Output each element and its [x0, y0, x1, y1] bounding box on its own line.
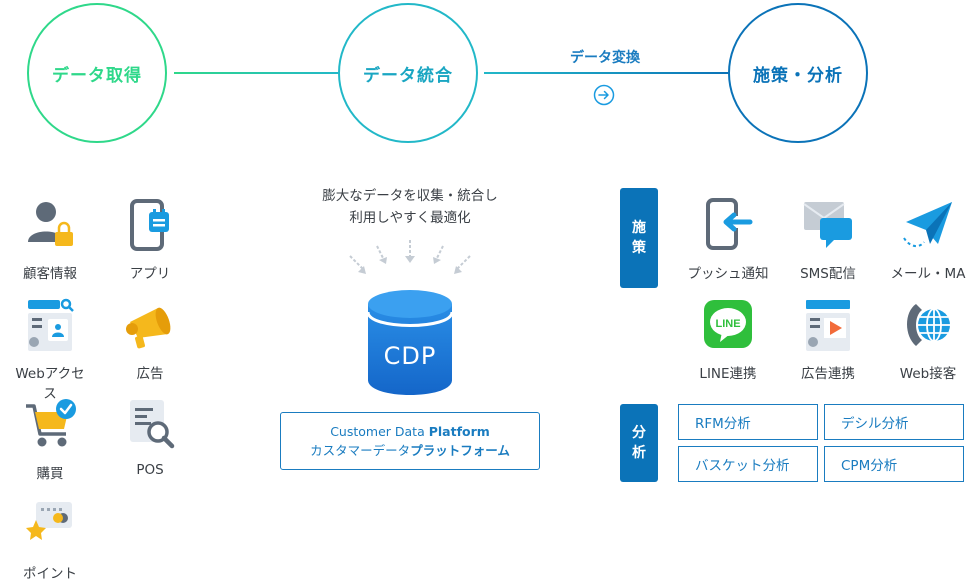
source-app-label: アプリ: [129, 266, 171, 282]
stage-integrate-label: データ統合: [363, 65, 453, 86]
connector-acquire-integrate: [174, 72, 338, 74]
measure-sms: SMS配信: [778, 198, 878, 282]
cdp-caption: 膨大なデータを収集・統合し 利用しやすく最適化: [280, 185, 540, 229]
cdp-caption-line1: 膨大なデータを収集・統合し: [322, 188, 498, 204]
cart-icon: [26, 399, 76, 447]
measure-ad: 広告連携: [778, 298, 878, 382]
measure-mail: メール・MA: [878, 198, 978, 282]
cdp-caption-line2: 利用しやすく最適化: [349, 210, 471, 226]
source-web-access-label: Webアクセス: [15, 366, 85, 402]
paper-plane-icon: [903, 202, 952, 248]
measure-mail-label: メール・MA: [890, 266, 966, 282]
source-ad: 広告: [110, 298, 190, 382]
cdp-name-box: Customer Data Platform カスタマーデータプラットフォーム: [280, 412, 540, 470]
megaphone-icon: [126, 307, 171, 349]
measure-push: プッシュ通知: [678, 198, 778, 282]
source-point: ポイント: [10, 498, 90, 582]
measure-push-label: プッシュ通知: [687, 266, 769, 282]
analysis-cpm: CPM分析: [824, 446, 964, 482]
stage-action: 施策・分析: [728, 3, 868, 143]
measure-line: LINE LINE連携: [678, 298, 778, 382]
cdp-name-en-bold: Platform: [428, 424, 490, 439]
stage-action-label: 施策・分析: [753, 65, 843, 86]
sms-icon: [803, 202, 852, 248]
source-pos: POS: [110, 398, 190, 478]
source-web-access: Webアクセス: [10, 298, 90, 402]
stage-acquire: データ取得: [27, 3, 167, 143]
customer-icon: [28, 202, 73, 246]
stage-acquire-label: データ取得: [52, 65, 142, 86]
arrow-right-circle-icon: [593, 84, 615, 106]
cdp-name-en-plain: Customer Data: [330, 424, 429, 439]
measure-sms-label: SMS配信: [800, 266, 856, 282]
measure-line-label: LINE連携: [699, 366, 757, 382]
source-pos-label: POS: [136, 462, 164, 478]
source-purchase-label: 購買: [36, 466, 64, 482]
source-customer-label: 顧客情報: [23, 266, 77, 282]
cdp-database-icon: [366, 290, 454, 395]
analysis-side-label: 分 析: [620, 404, 658, 482]
connector-integrate-action: [484, 72, 728, 74]
stage-integrate: データ統合: [338, 3, 478, 143]
measure-ad-label: 広告連携: [801, 366, 855, 382]
cdp-name-ja-bold: プラットフォーム: [410, 443, 510, 458]
svg-text:LINE: LINE: [715, 318, 740, 330]
measure-web-service-label: Web接客: [899, 366, 957, 382]
pos-icon: [130, 400, 175, 449]
web-service-icon: [907, 304, 950, 346]
cdp-db-label: CDP: [383, 342, 437, 370]
measures-side-label: 施 策: [620, 188, 658, 288]
transform-label: データ変換: [570, 50, 640, 66]
source-app: アプリ: [110, 198, 190, 282]
analysis-basket: バスケット分析: [678, 446, 818, 482]
ad-video-icon: [806, 300, 850, 351]
source-point-label: ポイント: [23, 566, 77, 582]
push-notification-icon: [706, 198, 753, 250]
analysis-decile: デシル分析: [824, 404, 964, 440]
line-icon: LINE: [704, 300, 752, 348]
cdp-name-ja-plain: カスタマーデータ: [310, 443, 411, 458]
app-icon: [130, 199, 169, 251]
analysis-rfm: RFM分析: [678, 404, 818, 440]
web-access-icon: [28, 298, 74, 351]
source-purchase: 購買: [10, 398, 90, 482]
incoming-arrows-icon: [349, 240, 471, 274]
source-ad-label: 広告: [136, 366, 164, 382]
source-customer: 顧客情報: [10, 198, 90, 282]
measure-web-service: Web接客: [878, 298, 978, 382]
point-card-icon: [26, 502, 72, 540]
